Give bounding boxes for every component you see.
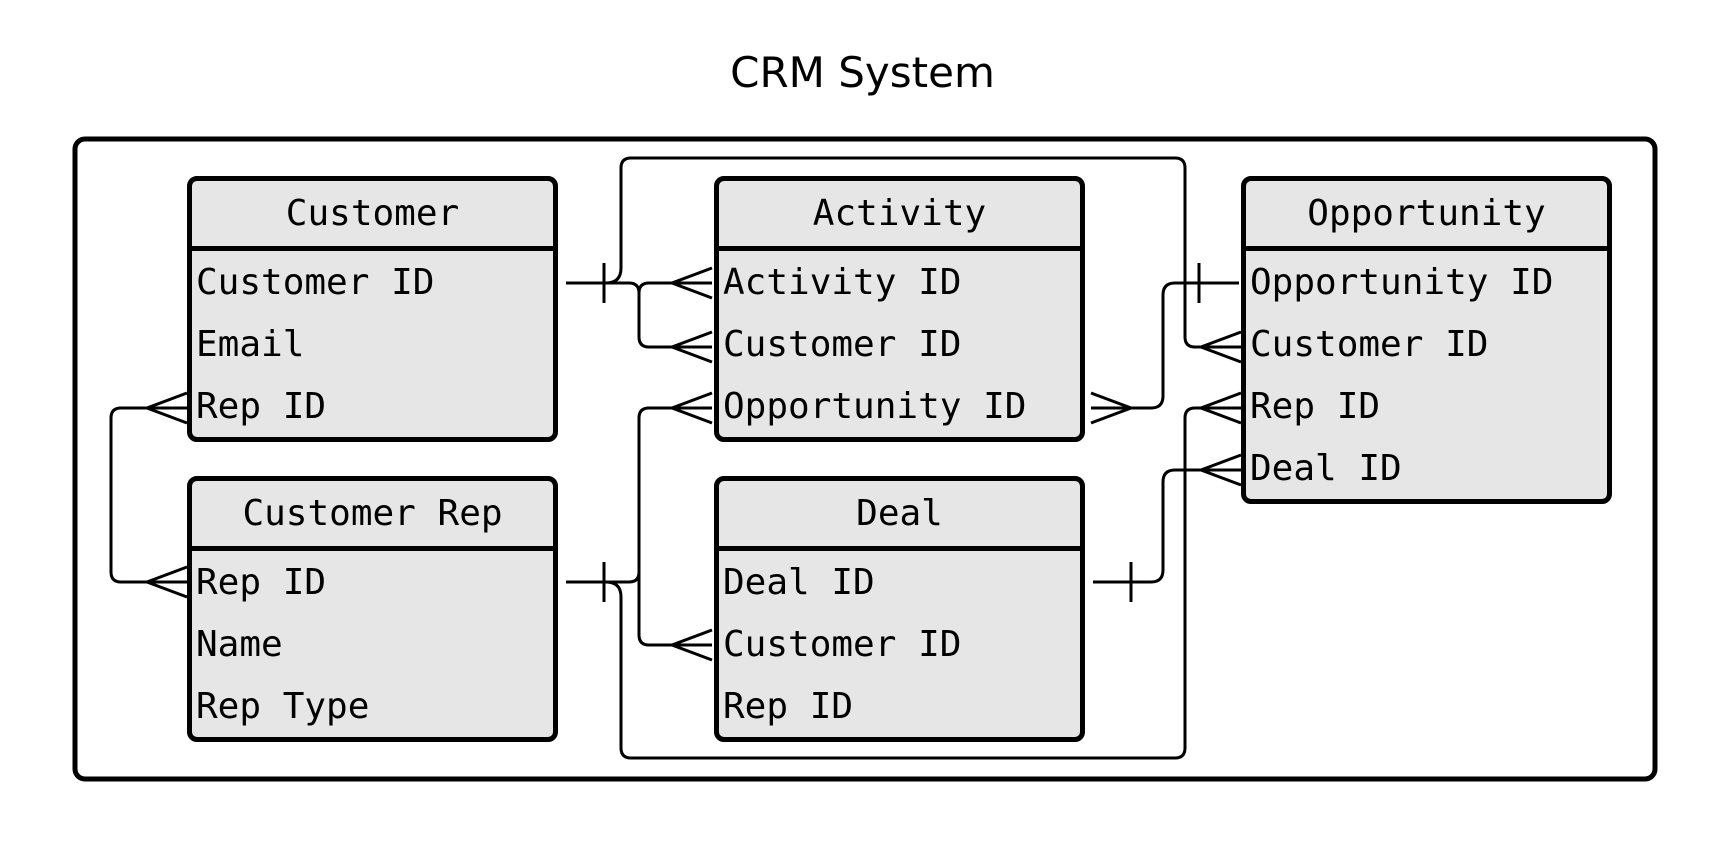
rel-rep-activity <box>566 406 710 584</box>
entity-opportunity[interactable]: Opportunity Opportunity ID Customer ID R… <box>1241 176 1612 504</box>
entity-customer-rep-title: Customer Rep <box>192 481 553 551</box>
attr-deal-customer-id: Customer ID <box>723 623 962 665</box>
many-marker <box>1196 330 1242 364</box>
attr-rep-type: Rep Type <box>196 685 370 727</box>
entity-customer[interactable]: Customer Customer ID Email Rep ID <box>187 176 558 442</box>
attr-opportunity-rep-id: Rep ID <box>1250 385 1381 427</box>
rel-customer-activity <box>566 281 710 349</box>
many-marker <box>667 628 713 662</box>
attr-activity-opportunity-id: Opportunity ID <box>723 385 1027 427</box>
attr-rep-name: Name <box>196 623 283 665</box>
many-marker <box>667 391 713 425</box>
many-marker <box>667 330 713 364</box>
entity-deal[interactable]: Deal Deal ID Customer ID Rep ID <box>714 476 1085 742</box>
many-marker <box>1196 391 1242 425</box>
rel-customer-opportunity <box>605 156 1239 349</box>
many-marker <box>1196 453 1242 487</box>
attr-opportunity-deal-id: Deal ID <box>1250 447 1402 489</box>
rel-customer-activity-id <box>637 281 710 294</box>
attr-deal-id: Deal ID <box>723 561 875 603</box>
entity-activity-title: Activity <box>719 181 1080 251</box>
many-marker <box>667 266 713 300</box>
attr-activity-customer-id: Customer ID <box>723 323 962 365</box>
system-boundary <box>72 136 1658 782</box>
attr-deal-rep-id: Rep ID <box>723 685 854 727</box>
many-marker <box>142 565 188 599</box>
entity-activity[interactable]: Activity Activity ID Customer ID Opportu… <box>714 176 1085 442</box>
entity-customer-rep[interactable]: Customer Rep Rep ID Name Rep Type <box>187 476 558 742</box>
rel-opportunity-activity <box>1093 281 1239 410</box>
rel-rep-customer <box>109 406 185 584</box>
attr-opportunity-id: Opportunity ID <box>1250 261 1554 303</box>
attr-rep-id: Rep ID <box>196 561 327 603</box>
entity-customer-title: Customer <box>192 181 553 251</box>
entity-deal-title: Deal <box>719 481 1080 551</box>
rel-rep-deal <box>637 572 710 647</box>
rel-deal-opportunity <box>1093 468 1239 584</box>
entity-opportunity-title: Opportunity <box>1246 181 1607 251</box>
attr-activity-id: Activity ID <box>723 261 962 303</box>
attr-opportunity-customer-id: Customer ID <box>1250 323 1489 365</box>
rel-rep-opportunity <box>605 406 1239 760</box>
many-marker <box>1090 391 1136 425</box>
attr-customer-id: Customer ID <box>196 261 435 303</box>
diagram-title: CRM System <box>730 48 995 97</box>
many-marker <box>142 391 188 425</box>
attr-customer-rep-id: Rep ID <box>196 385 327 427</box>
attr-customer-email: Email <box>196 323 305 365</box>
